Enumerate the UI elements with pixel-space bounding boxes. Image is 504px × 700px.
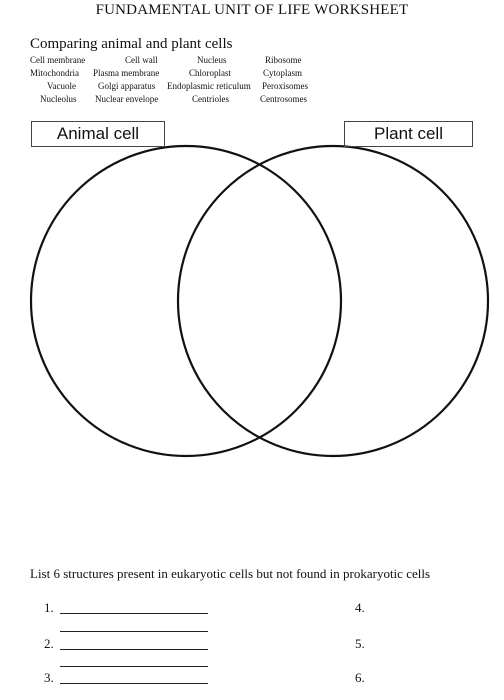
- word-bank-term: Nucleolus: [40, 94, 77, 104]
- word-bank-term: Mitochondria: [30, 68, 79, 78]
- worksheet-title: FUNDAMENTAL UNIT OF LIFE WORKSHEET: [95, 2, 409, 18]
- word-bank-term: Endoplasmic reticulum: [167, 81, 251, 91]
- answer-line[interactable]: [60, 683, 208, 684]
- answer-number: 6.: [355, 670, 365, 685]
- venn-label-animal-cell: Animal cell: [31, 121, 165, 147]
- answer-line[interactable]: [60, 666, 208, 667]
- question-prompt: List 6 structures present in eukaryotic …: [30, 566, 431, 581]
- answer-number: 4.: [355, 600, 365, 615]
- answer-number: 1.: [44, 600, 54, 615]
- word-bank-term: Peroxisomes: [262, 81, 308, 91]
- venn-circle-animal: [29, 144, 343, 458]
- word-bank-term: Cell membrane: [30, 55, 86, 65]
- word-bank-term: Nuclear envelope: [95, 94, 159, 104]
- word-bank-term: Cytoplasm: [263, 68, 303, 78]
- word-bank-term: Ribosome: [265, 55, 302, 65]
- answer-number: 5.: [355, 636, 365, 651]
- answer-number: 3.: [44, 670, 54, 685]
- venn-label-plant-cell: Plant cell: [344, 121, 473, 147]
- word-bank-term: Cell wall: [125, 55, 158, 65]
- answer-line[interactable]: [60, 649, 208, 650]
- answer-line[interactable]: [60, 613, 208, 614]
- word-bank-term: Plasma membrane: [93, 68, 160, 78]
- venn-circle-plant: [176, 144, 490, 458]
- word-bank-term: Chloroplast: [189, 68, 231, 78]
- word-bank-term: Golgi apparatus: [98, 81, 156, 91]
- word-bank-term: Vacuole: [47, 81, 76, 91]
- answer-line[interactable]: [60, 631, 208, 632]
- answer-number: 2.: [44, 636, 54, 651]
- word-bank-term: Centrioles: [192, 94, 229, 104]
- word-bank-term: Nucleus: [197, 55, 227, 65]
- word-bank-term: Centrosomes: [260, 94, 307, 104]
- section-subheading: Comparing animal and plant cells: [30, 36, 233, 52]
